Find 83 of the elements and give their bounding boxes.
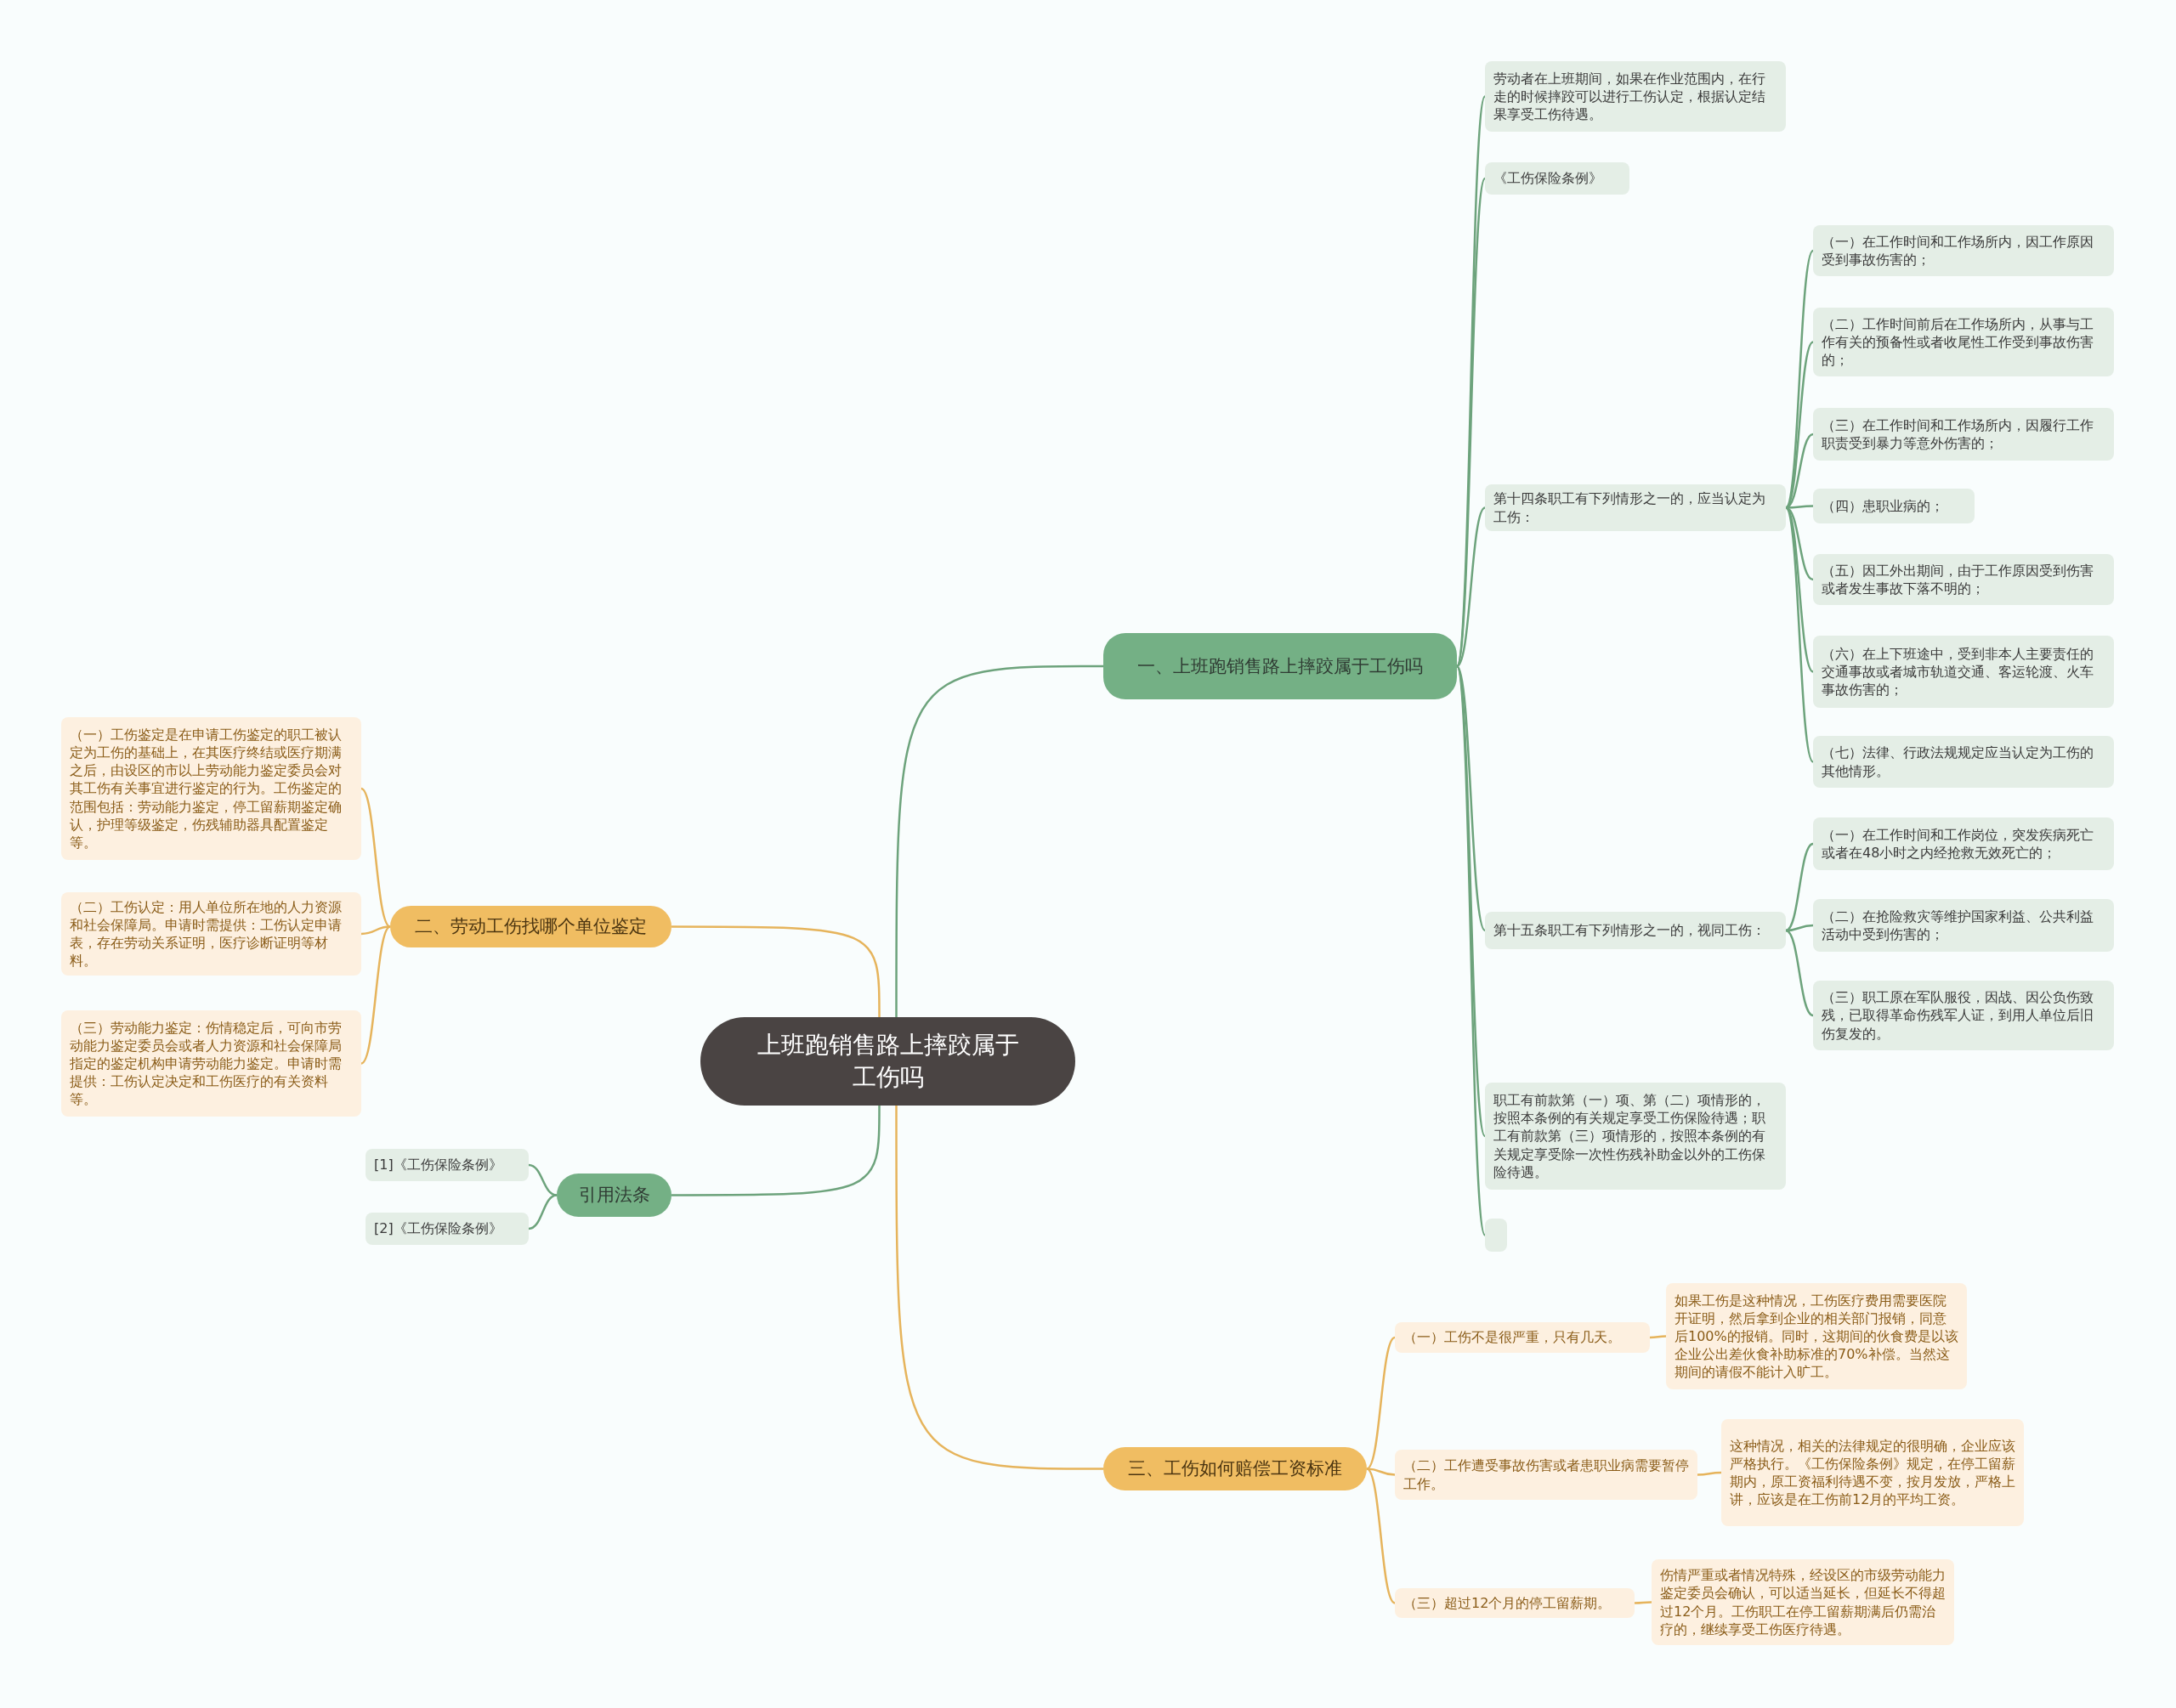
- topic-text: （二）在抢险救灾等维护国家利益、公共利益活动中受到伤害的；: [1822, 907, 2094, 944]
- connector-line: [895, 665, 1103, 1017]
- topic-box: [1813, 736, 2114, 788]
- topic-text: [1]《工伤保险条例》: [374, 1156, 503, 1174]
- topic-box: [1813, 981, 2114, 1050]
- topic-text: （三）职工原在军队服役，因战、因公负伤致残，已取得革命伤残军人证，到用人单位后旧伤复发的。: [1822, 988, 2094, 1043]
- topic-text: 第十五条职工有下列情形之一的，视同工伤：: [1493, 921, 1766, 940]
- connector-line: [1786, 505, 1813, 509]
- topic-text: （二）工作遭受事故伤害或者患职业病需要暂停工作。: [1403, 1456, 1689, 1493]
- connector-line: [1649, 1335, 1667, 1339]
- connector-line: [895, 1106, 1103, 1470]
- connector-line: [1785, 929, 1814, 1017]
- connector-line: [1784, 506, 1815, 763]
- connector-line: [1785, 924, 1814, 932]
- topic-box: [61, 892, 361, 976]
- topic-text: （六）在上下班途中，受到非本人主要责任的交通事故或者城市轨道交通、客运轮渡、火车事故伤害的；: [1822, 644, 2094, 699]
- topic-box: [1813, 489, 1975, 523]
- branch-topic: [390, 906, 672, 947]
- connector-line: [360, 788, 391, 928]
- topic-text: （三）劳动能力鉴定：伤情稳定后，可向市劳动能力鉴定委员会或者人力资源和社会保障局指定的鉴定机构申请劳动能力鉴定。申请时需提供：工伤认定决定和工伤医疗的有关资料等。: [70, 1018, 343, 1109]
- connector-line: [1366, 1468, 1396, 1604]
- connector-line: [360, 925, 391, 936]
- topic-box: [1813, 225, 2114, 276]
- connector-line: [1697, 1471, 1721, 1476]
- branch-topic: [1103, 633, 1457, 699]
- connector-line: [360, 925, 391, 1065]
- topic-text: （一）工伤鉴定是在申请工伤鉴定的职工被认定为工伤的基础上，在其医疗终结或医疗期满之后，由设区的市以上劳动能力鉴定委员会对其工伤有关事宜进行鉴定的行为。工伤鉴定的范围包括：劳动能力鉴定，停工留薪期鉴定确认，护理等级鉴定，伤残辅助器具配置鉴定等。: [70, 726, 343, 851]
- topic-box: [1813, 899, 2114, 952]
- topic-box: [1813, 408, 2114, 461]
- topic-box: [366, 1213, 529, 1245]
- topic-text: 劳动者在上班期间，如果在作业范围内，在行走的时候摔跤可以进行工伤认定，根据认定结果享受工伤待遇。: [1493, 69, 1766, 124]
- topic-text: （三）超过12个月的停工留薪期。: [1403, 1593, 1612, 1613]
- connector-line: [672, 1106, 881, 1196]
- branch-topic: [1103, 1447, 1367, 1490]
- topic-box: [1813, 308, 2114, 376]
- topic-text: 三、工伤如何赔偿工资标准: [1127, 1457, 1343, 1481]
- topic-text: 一、上班跑销售路上摔跤属于工伤吗: [1136, 654, 1424, 678]
- topic-box: [1395, 1588, 1635, 1618]
- topic-text: 第十四条职工有下列情形之一的，应当认定为工伤：: [1493, 489, 1766, 526]
- connector-line: [528, 1163, 558, 1196]
- topic-text: 引用法条: [577, 1184, 651, 1207]
- topic-box: [61, 717, 361, 860]
- topic-text: 这种情况，相关的法律规定的很明确，企业应该严格执行。《工伤保险条例》规定，在停工留薪期内，原工资福利待遇不变，按月发放，严格上讲，应该是在工伤前12月的平均工资。: [1730, 1436, 2015, 1509]
- connector-line: [1366, 1468, 1396, 1476]
- topic-box: [1721, 1419, 2024, 1526]
- topic-text: （一）在工作时间和工作场所内，因工作原因受到事故伤害的；: [1822, 232, 2094, 269]
- connector-line: [1635, 1601, 1652, 1604]
- topic-text: （四）患职业病的；: [1822, 496, 1945, 516]
- topic-box: [1395, 1322, 1650, 1353]
- topic-box: [1813, 554, 2114, 605]
- topic-box: [1666, 1283, 1967, 1389]
- topic-box: [1485, 1083, 1786, 1190]
- topic-text: 二、劳动工伤找哪个单位鉴定: [414, 915, 648, 939]
- topic-text: （五）因工外出期间，由于工作原因受到伤害或者发生事故下落不明的；: [1822, 561, 2094, 598]
- topic-text: 如果工伤是这种情况，工伤医疗费用需要医院开证明，然后拿到企业的相关部门报销，同意后100%的报销。同时，这期间的伙食费是以该企业公出差伙食补助标准的70%补偿。当然这期间的请假不能计入旷工。: [1674, 1291, 1958, 1382]
- connector-line: [1366, 1337, 1396, 1470]
- connector-line: [1456, 506, 1486, 667]
- topic-box: [1485, 484, 1786, 531]
- connector-line: [672, 925, 881, 1017]
- topic-text: [2]《工伤保险条例》: [374, 1219, 503, 1238]
- topic-box: [366, 1149, 529, 1181]
- topic-box: [1813, 636, 2114, 708]
- connector-line: [528, 1194, 558, 1230]
- topic-box: [1485, 61, 1786, 132]
- connector-line: [1785, 842, 1814, 932]
- empty-box: [1485, 1219, 1507, 1252]
- branch-topic: [557, 1174, 672, 1217]
- topic-text: （一）在工作时间和工作岗位，突发疾病死亡或者在48小时之内经抢救无效死亡的；: [1822, 825, 2094, 862]
- topic-text: （二）工伤认定：用人单位所在地的人力资源和社会保障局。申请时需提供：工伤认定申请表，存在劳动关系证明，医疗诊断证明等材料。: [70, 897, 343, 970]
- topic-text: 上班跑销售路上摔跤属于工伤吗: [756, 1030, 1020, 1093]
- topic-box: [1652, 1559, 1954, 1645]
- topic-text: （一）工伤不是很严重，只有几天。: [1403, 1328, 1622, 1347]
- topic-text: 职工有前款第（一）项、第（二）项情形的，按照本条例的有关规定享受工伤保险待遇；职工有前款第（三）项情形的，按照本条例的有关规定享受除一次性伤残补助金以外的工伤保险待遇。: [1493, 1091, 1766, 1181]
- topic-text: 《工伤保险条例》: [1493, 169, 1603, 188]
- topic-box: [1485, 912, 1786, 949]
- topic-text: （三）在工作时间和工作场所内，因履行工作职责受到暴力等意外伤害的；: [1822, 416, 2094, 453]
- topic-text: （二）工作时间前后在工作场所内，从事与工作有关的预备性或者收尾性工作受到事故伤害的；: [1822, 314, 2094, 370]
- topic-box: [61, 1010, 361, 1117]
- topic-box: [1813, 817, 2114, 870]
- topic-text: 伤情严重或者情况特殊，经设区的市级劳动能力鉴定委员会确认，可以适当延长，但延长不得超过12个月。工伤职工在停工留薪期满后仍需治疗的，继续享受工伤医疗待遇。: [1660, 1566, 1946, 1638]
- topic-box: [1395, 1450, 1697, 1500]
- topic-box: [1485, 162, 1629, 195]
- topic-text: （七）法律、行政法规规定应当认定为工伤的其他情形。: [1822, 744, 2094, 780]
